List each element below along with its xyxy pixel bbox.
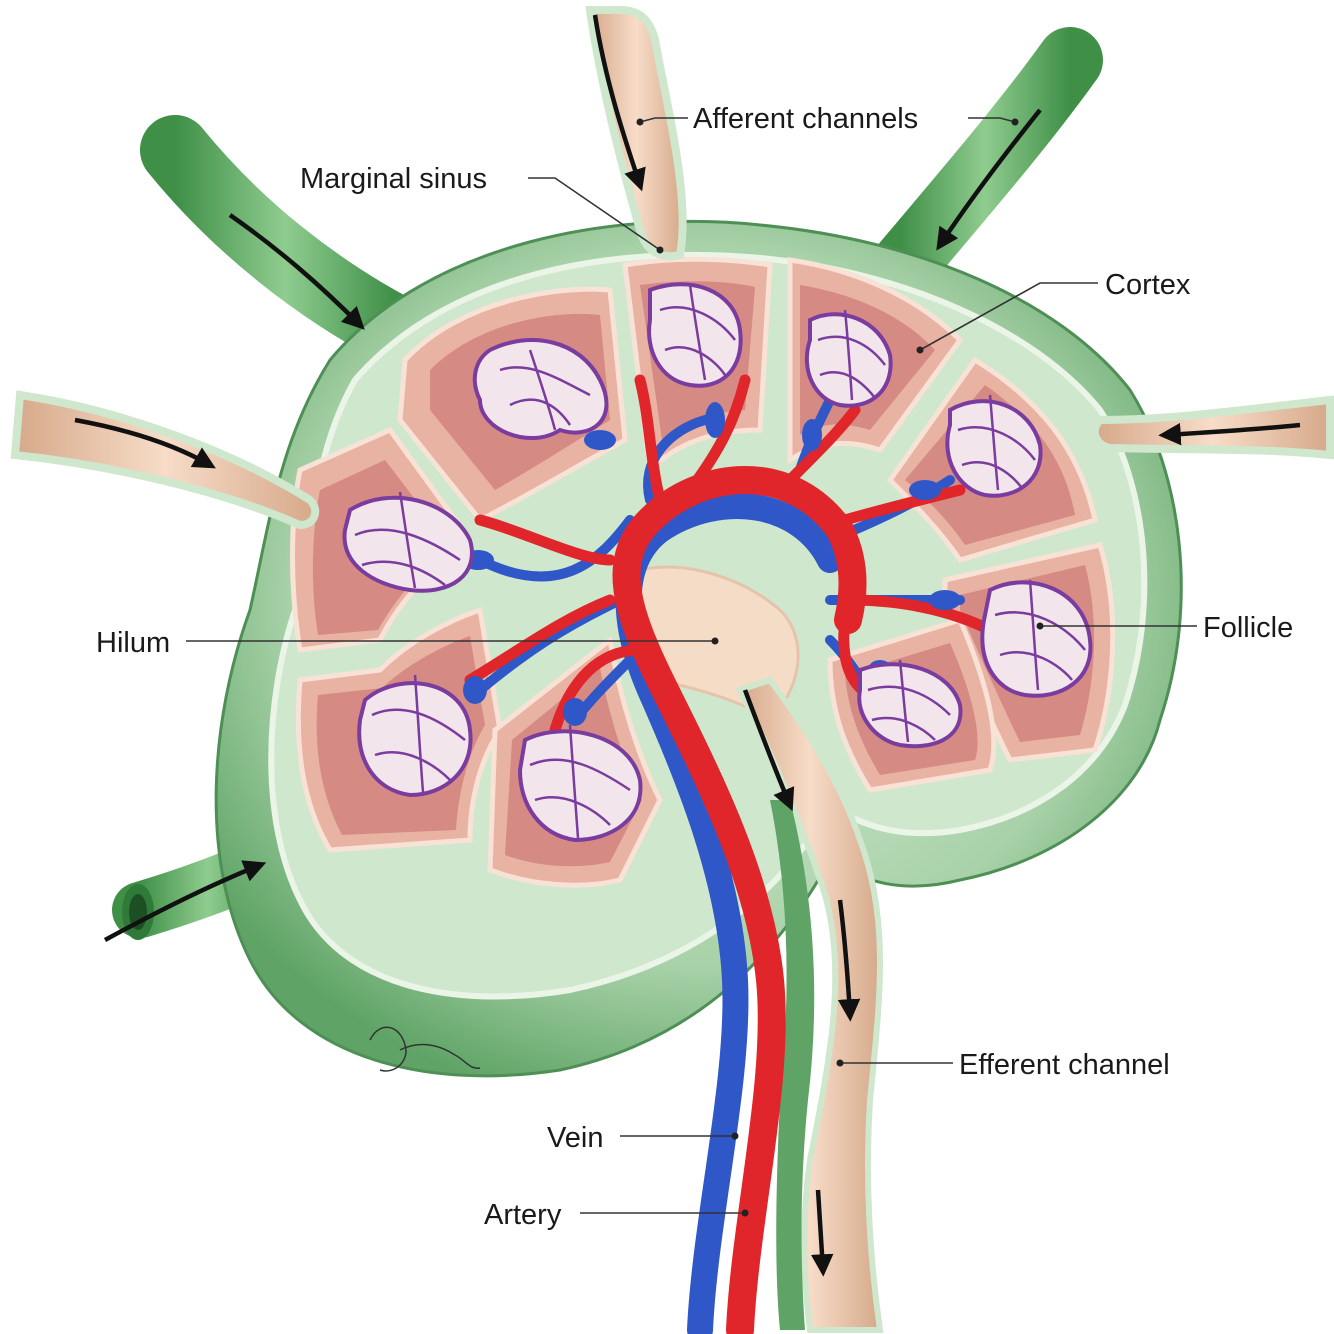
artist-signature <box>369 1026 481 1072</box>
label-afferent-channels: Afferent channels <box>693 103 918 135</box>
flow-arrow-icon <box>810 1189 834 1277</box>
label-follicle: Follicle <box>1203 612 1293 644</box>
label-hilum: Hilum <box>96 627 170 659</box>
follicle-network <box>354 284 1086 839</box>
flow-arrow-icon <box>1158 422 1301 446</box>
labels: Afferent channels Marginal sinus Cortex … <box>92 97 1293 1231</box>
afferent-vessel-top-right <box>867 27 1103 303</box>
label-efferent-channel: Efferent channel <box>959 1049 1170 1081</box>
afferent-channel-right <box>1090 395 1334 460</box>
flow-arrow-icon <box>103 860 267 942</box>
label-marginal-sinus: Marginal sinus <box>300 163 487 195</box>
label-cortex: Cortex <box>1105 269 1191 301</box>
green-sheath <box>770 800 815 1330</box>
label-artery: Artery <box>484 1199 562 1231</box>
label-vein: Vein <box>547 1122 603 1154</box>
flow-arrows <box>74 14 1301 1277</box>
leader-lines <box>186 117 1197 1217</box>
flow-arrow-icon <box>936 108 1042 251</box>
afferent-channel-left <box>10 390 320 530</box>
flow-arrow-icon <box>74 417 216 469</box>
flow-arrow-icon <box>742 689 795 812</box>
efferent-channel <box>735 676 884 1333</box>
flow-arrow-icon <box>592 14 646 192</box>
flow-arrow-icon <box>837 899 861 1022</box>
flow-arrow-icon <box>228 213 365 330</box>
artery <box>464 374 996 1334</box>
afferent-channel-top <box>585 6 687 261</box>
